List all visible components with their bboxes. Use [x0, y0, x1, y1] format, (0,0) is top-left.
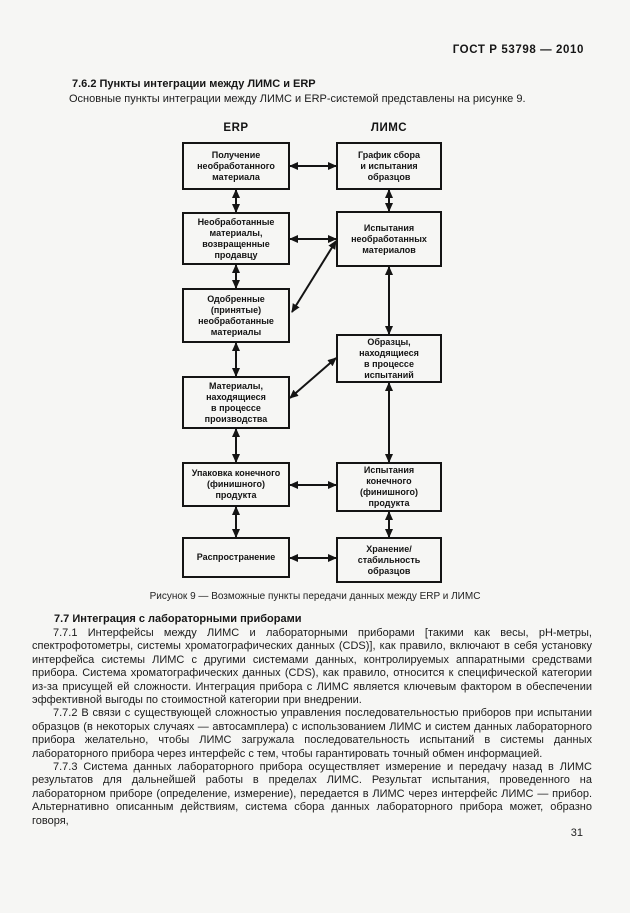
- standard-number-header: ГОСТ Р 53798 — 2010: [452, 44, 584, 56]
- paragraph-7-7-3: 7.7.3 Система данных лабораторного прибо…: [32, 761, 592, 827]
- arrow-approved-rawtesting-diagonal: [291, 240, 337, 313]
- column-header-lims: ЛИМС: [370, 122, 408, 134]
- section-7-7-heading: 7.7 Интеграция с лабораторными приборами: [54, 613, 302, 625]
- lims-box-final-product-testing: Испытания конечного (финишного) продукта: [336, 462, 442, 512]
- erp-box-returned-materials: Необработанные материалы, возвращенные п…: [182, 212, 290, 265]
- page-number: 31: [570, 827, 583, 839]
- erp-box-raw-material-receiving: Получение необработанного материала: [182, 142, 290, 190]
- erp-box-approved-materials: Одобренные (принятые) необработанные мат…: [182, 288, 290, 343]
- erp-box-materials-in-production: Материалы, находящиеся в процессе произв…: [182, 376, 290, 429]
- erp-box-distribution: Распространение: [182, 537, 290, 578]
- figure-9-flowchart: ERP ЛИМС Получение необработанного матер…: [175, 122, 450, 588]
- paragraph-7-7-1: 7.7.1 Интерфейсы между ЛИМС и лабораторн…: [32, 627, 592, 707]
- column-header-erp: ERP: [223, 122, 249, 134]
- erp-box-final-product-packaging: Упаковка конечного (финишного) продукта: [182, 462, 290, 507]
- paragraph-7-7-2: 7.7.2 В связи с существующей сложностью …: [32, 707, 592, 760]
- lims-box-samples-in-testing: Образцы, находящиеся в процессе испытани…: [336, 334, 442, 383]
- section-7-6-2-heading: 7.6.2 Пункты интеграции между ЛИМС и ERP: [72, 78, 316, 90]
- figure-9-caption: Рисунок 9 — Возможные пункты передачи да…: [149, 591, 481, 602]
- lims-box-sampling-schedule: График сбора и испытания образцов: [336, 142, 442, 190]
- lims-box-raw-material-testing: Испытания необработанных материалов: [336, 211, 442, 267]
- section-7-6-2-intro: Основные пункты интеграции между ЛИМС и …: [69, 93, 526, 105]
- lims-box-storage-stability: Хранение/ стабильность образцов: [336, 537, 442, 583]
- arrow-inprocess-samples-diagonal: [289, 357, 337, 399]
- section-7-7-body: 7.7.1 Интерфейсы между ЛИМС и лабораторн…: [32, 627, 592, 828]
